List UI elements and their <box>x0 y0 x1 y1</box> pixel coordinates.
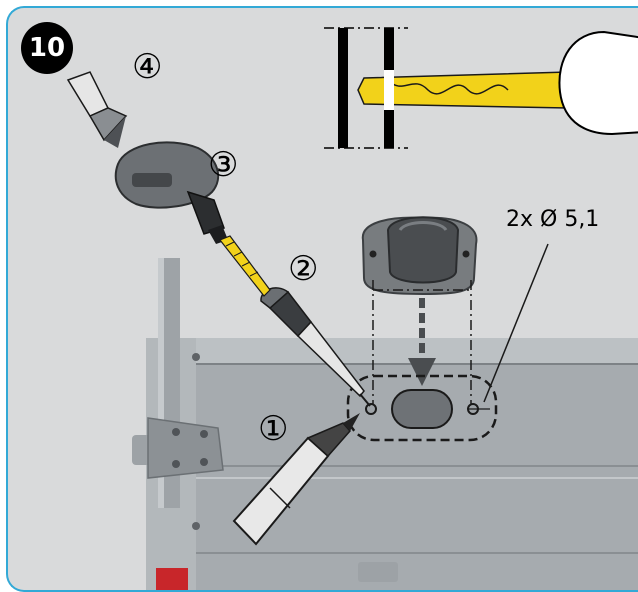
hole-dimension-label: 2x Ø 5,1 <box>506 207 600 232</box>
drill-hole-left <box>365 403 377 415</box>
trailer-panel <box>146 258 638 590</box>
hinge-bolt <box>172 428 180 436</box>
figure-frame: ④ ③ ② ① 2x Ø 5,1 <box>6 6 638 592</box>
rivet <box>192 353 200 361</box>
step-4-label: ④ <box>132 47 163 87</box>
detail-hole <box>384 70 394 110</box>
awl-shaft <box>296 320 365 398</box>
grommet-highlight <box>398 221 448 232</box>
slot-cutout <box>391 389 453 429</box>
tube-highlight <box>158 258 164 508</box>
marking-awl-icon <box>260 287 371 407</box>
detail-drill-chuck <box>558 30 638 136</box>
grommet-hole-left <box>369 250 377 258</box>
drill-bit-flutes <box>225 241 259 277</box>
step-1-label: ① <box>258 409 289 449</box>
awl-point <box>359 393 371 407</box>
arrow-head <box>408 358 436 386</box>
drill-bit-icon <box>219 235 271 297</box>
illustration-svg <box>66 27 638 590</box>
punch-edge-mark <box>269 487 291 509</box>
cutout-outline <box>346 374 498 442</box>
hinge-bolt <box>200 458 208 466</box>
wall-left <box>338 28 348 148</box>
hinge-bolt <box>200 430 208 438</box>
countersink-cone-shade <box>104 116 126 148</box>
panel-body <box>146 338 638 590</box>
rubber-grommet-icon <box>361 216 478 296</box>
drill-chuck <box>186 190 225 235</box>
drill-bit-shaft <box>219 235 271 297</box>
hinge-bolt <box>172 460 180 468</box>
step-number-badge: 10 <box>21 22 73 74</box>
step-3-label: ③ <box>208 145 239 185</box>
countersink-shank <box>66 71 110 117</box>
punch-tip <box>343 413 360 431</box>
insertion-arrow <box>408 298 436 386</box>
step-2-label: ② <box>288 249 319 289</box>
grommet-hole-right <box>462 250 470 258</box>
grommet-dome <box>386 216 460 284</box>
drill-vents <box>132 173 172 187</box>
hinge <box>132 417 398 582</box>
rivet <box>192 522 200 530</box>
dimension-leader <box>483 243 549 403</box>
detail-bit-flutes <box>387 79 509 95</box>
panel-top-rail <box>146 338 638 364</box>
power-drill-icon <box>114 141 228 244</box>
latch <box>358 562 398 582</box>
projection-lines <box>372 280 472 406</box>
tail-light <box>156 568 188 590</box>
hinge-leaf <box>147 417 224 479</box>
drill-through-detail <box>324 27 638 149</box>
countersink-bit-icon <box>66 71 128 148</box>
center-punch-icon <box>232 413 360 546</box>
cutout-marking <box>346 374 498 442</box>
